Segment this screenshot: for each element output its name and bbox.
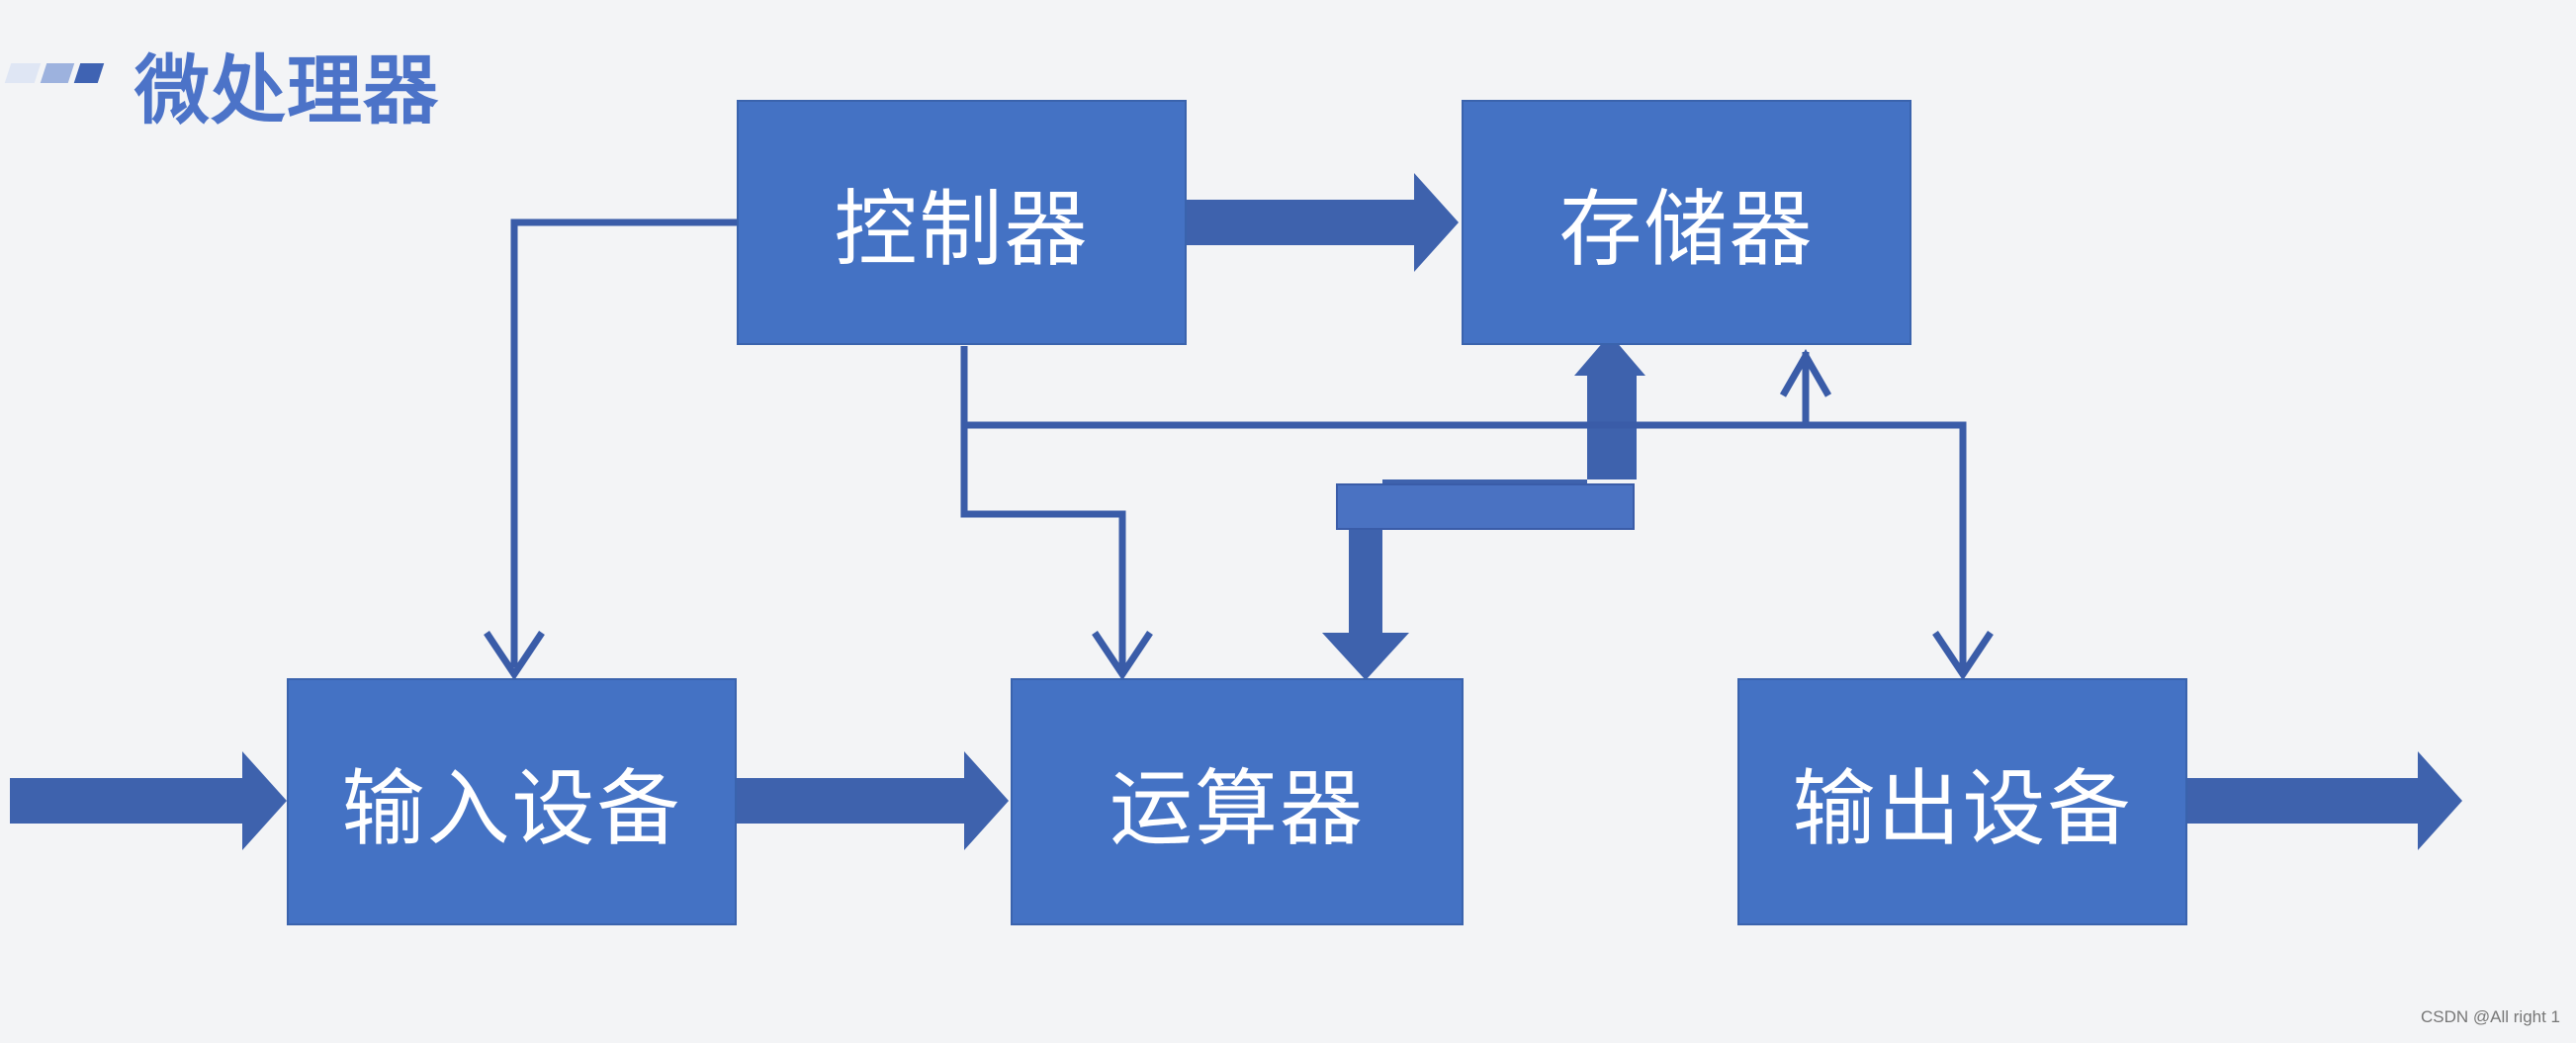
- alu-box: 运算器: [1011, 678, 1464, 925]
- memory-box: 存储器: [1462, 100, 1911, 345]
- controller-to-memory-arrow: [1187, 173, 1459, 272]
- memory-label: 存储器: [1558, 180, 1815, 278]
- watermark: CSDN @All right 1: [2420, 1007, 2560, 1026]
- input-flow-arrow: [10, 751, 287, 850]
- bus-thick-arrow: [1322, 334, 1645, 680]
- input-device-label: 输入设备: [341, 759, 682, 857]
- output-device-box: 输出设备: [1737, 678, 2187, 925]
- input-device-box: 输入设备: [287, 678, 737, 925]
- alu-label: 运算器: [1109, 759, 1365, 857]
- controller-label: 控制器: [834, 180, 1090, 278]
- control-signal-lines: [484, 218, 1994, 681]
- controller-box: 控制器: [737, 100, 1187, 345]
- output-flow-arrow: [2187, 751, 2462, 850]
- output-device-label: 输出设备: [1792, 759, 2133, 857]
- page-title: 微处理器: [134, 46, 439, 134]
- input-to-alu-arrow: [737, 751, 1009, 850]
